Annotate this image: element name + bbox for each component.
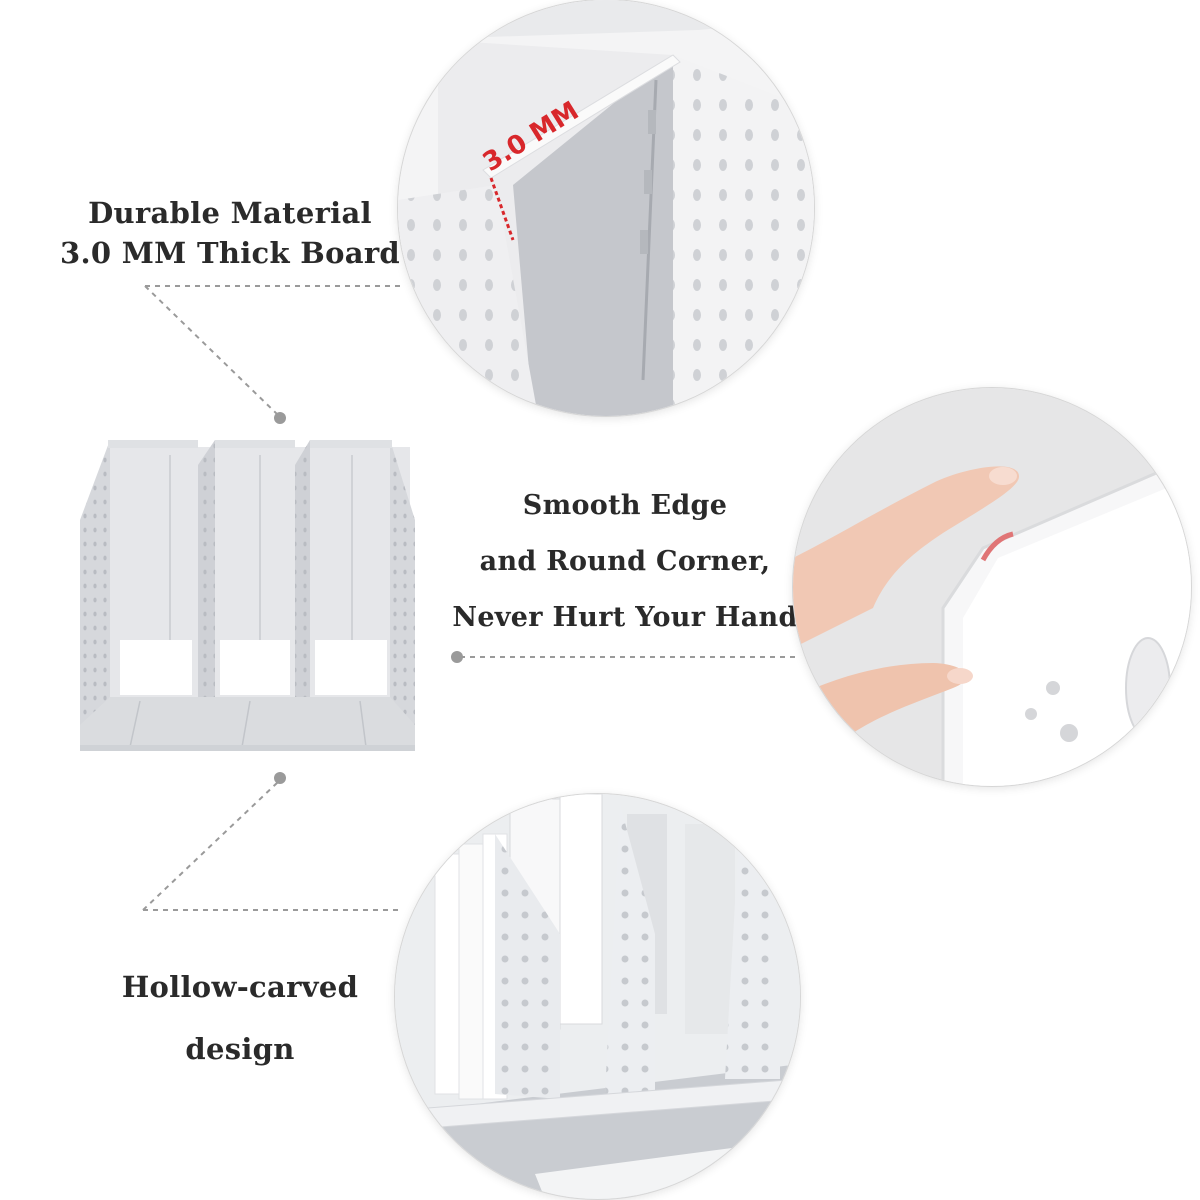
label-line: design [185,1032,295,1066]
label-line: 3.0 MM Thick Board [60,236,400,270]
label-line: Never Hurt Your Hand [452,602,798,633]
label-hollow-carved: Hollow-carved design [90,956,390,1080]
connector-dot-top [274,412,286,424]
label-line: and Round Corner, [479,546,771,577]
label-line: Smooth Edge [522,490,728,521]
label-line: Durable Material [88,196,372,230]
thickness-detail-photo: 3.0 MM [398,0,814,416]
label-line: Hollow-carved [121,970,359,1004]
hollow-carved-photo [395,794,800,1199]
label-smooth-edge: Smooth Edge and Round Corner, Never Hurt… [445,478,805,646]
connector-dot-bottom [274,772,286,784]
label-durable-material: Durable Material 3.0 MM Thick Board [60,193,400,273]
file-organizer-image [80,440,415,751]
connector-dot-mid [451,651,463,663]
smooth-edge-photo [793,388,1191,786]
